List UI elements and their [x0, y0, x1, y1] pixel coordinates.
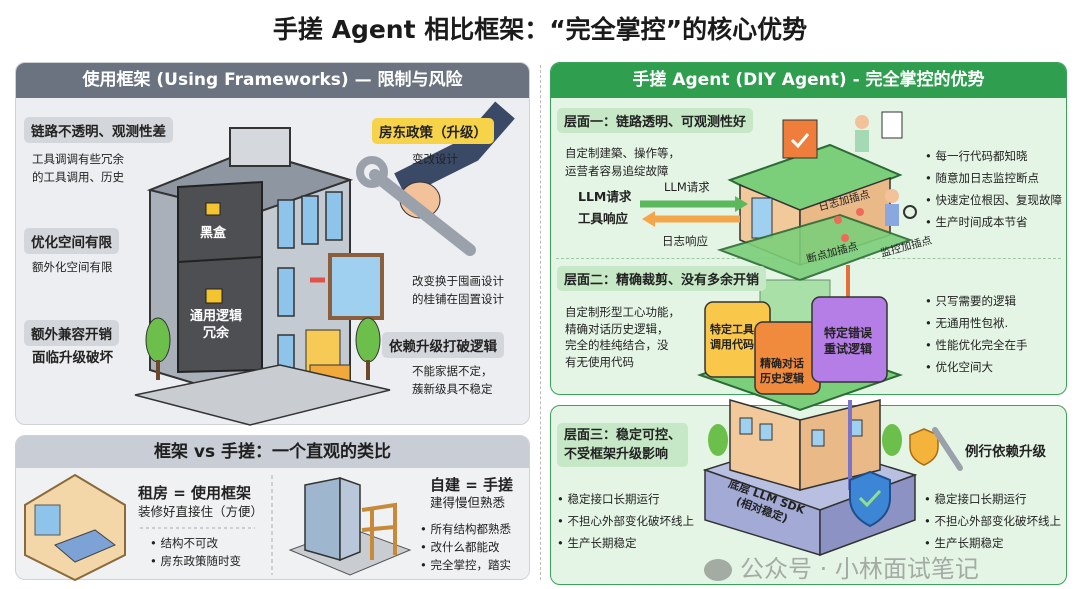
bullet: 稳定接口长期运行	[557, 488, 694, 510]
bullet: 房东政策随时变	[150, 552, 241, 570]
limited-optimization-label: 优化空间有限	[24, 228, 119, 254]
limited-optimization-text: 额外化空间有限	[32, 260, 113, 274]
label-line: 不受框架升级影响	[564, 447, 669, 462]
bullet: 生产时间成本节省	[925, 211, 1062, 233]
tool-code-block: 特定工具调用代码	[710, 322, 754, 352]
layer1-bullets: 每一行代码都知晓随意加日志监控断点快速定位根因、复现故障生产时间成本节省	[925, 145, 1062, 233]
layer2-label: 层面二：精确裁剪、没有多余开销	[557, 266, 767, 291]
generic-logic-line: 冗余	[203, 326, 230, 341]
bullet: 不担心外部变化破坏线上	[924, 510, 1061, 532]
rent-title: 租房 = 使用框架	[138, 484, 252, 502]
block-line: 重试逻辑	[824, 342, 873, 356]
generic-logic-line: 通用逻辑	[190, 309, 243, 324]
text-line: 工具调调有些冗余	[32, 152, 124, 166]
bullet: 无通用性包袱.	[925, 312, 1027, 334]
center-divider	[540, 65, 541, 580]
opaque-trace-text: 工具调调有些冗余的工具调用、历史	[32, 150, 124, 186]
build-bullets: 所有结构都熟悉改什么都能改完全掌控，踏实	[420, 520, 511, 574]
bullet: 只写需要的逻辑	[925, 290, 1027, 312]
bullet: 随意加日志监控断点	[925, 167, 1062, 189]
block-line: 历史逻辑	[760, 372, 804, 385]
text-line: 自定制形型工心功能，	[565, 305, 680, 319]
compat-overhead-text: 面临升级破坏	[32, 350, 113, 366]
opaque-trace-label: 链路不透明、观测性差	[24, 117, 173, 143]
text-line: 的工具调用、历史	[32, 170, 124, 184]
layer3-label: 层面三：稳定可控、不受框架升级影响	[557, 423, 689, 467]
framework-panel-header: 使用框架 (Using Frameworks) — 限制与风险	[16, 63, 529, 98]
landlord-policy-label: 房东政策（升级）	[372, 118, 494, 144]
design-change-text: 改变换于囤画设计的桂铺在固置设计	[412, 272, 504, 308]
block-line: 精确对话	[760, 357, 804, 370]
history-logic-block: 精确对话历史逻辑	[760, 356, 804, 386]
llm-request-label: LLM请求	[578, 189, 632, 204]
block-line: 特定工具	[710, 323, 754, 336]
layer1-text: 自定制建築、操作等， 运营者容易追绽故障	[565, 144, 680, 180]
label-line: 层面三：稳定可控、	[564, 428, 682, 443]
text-line: 完全的桂纯结合，没	[565, 338, 669, 352]
bullet: 改什么都能改	[420, 538, 511, 556]
wechat-icon	[704, 559, 732, 581]
bullet: 稳定接口长期运行	[924, 488, 1061, 510]
bullet: 快速定位根因、复现故障	[925, 189, 1062, 211]
bullet: 不担心外部变化破坏线上	[557, 510, 694, 532]
text-line: 的桂铺在固置设计	[412, 292, 504, 306]
black-box-label: 黑盒	[200, 226, 227, 241]
shield-icon	[909, 428, 939, 466]
layer3-bullets-left: 稳定接口长期运行不担心外部变化破坏线上生产长期稳定	[557, 488, 694, 554]
generic-logic-label: 通用逻辑 冗余	[190, 308, 242, 342]
block-line: 调用代码	[710, 338, 754, 351]
dependency-upgrade-text: 不能家据不定， 蔟新级具不稳定	[412, 362, 493, 398]
text-line: 精确对话历史逻辑，	[565, 321, 669, 336]
layer1-label: 层面一：链路透明、可观测性好	[557, 108, 754, 133]
bullet: 完全掌控，踏实	[420, 556, 511, 574]
bullet: 所有结构都熟悉	[420, 520, 511, 538]
analogy-header: 框架 vs 手搓：一个直观的类比	[16, 436, 529, 468]
diy-panel-header: 手搓 Agent (DIY Agent) - 完全掌控的优势	[551, 63, 1066, 98]
retry-logic-block: 特定错误重试逻辑	[824, 325, 872, 357]
text-line: 蔟新级具不稳定	[412, 382, 493, 396]
layer3-bullets-right: 稳定接口长期运行不担心外部变化破坏线上生产长期稳定	[924, 488, 1061, 554]
text-line: 改变换于囤画设计	[412, 274, 504, 288]
build-subtitle: 建得慢但熟悉	[430, 495, 506, 510]
bullet: 结构不可改	[150, 534, 241, 552]
page-title: 手搓 Agent 相比框架：“完全掌控”的核心优势	[272, 15, 808, 44]
log-response-label: 日志响应	[662, 234, 708, 248]
dependency-upgrade-label: 依赖升级打破逻辑	[382, 332, 504, 358]
build-title: 自建 = 手搓	[430, 476, 514, 494]
watermark-text: 公众号 · 小林面试笔记	[740, 555, 979, 583]
text-line: 运营者容易追绽故障	[565, 164, 669, 178]
llm-request-arrow-label: LLM请求	[664, 180, 710, 194]
layer2-bullets: 只写需要的逻辑无通用性包袱.性能优化完全在手优化空间大	[925, 290, 1027, 378]
bullet: 生产长期稳定	[924, 532, 1061, 554]
rent-subtitle: 装修好直接住（方便）	[138, 504, 264, 519]
text-line: 不能家据不定，	[412, 364, 493, 378]
bullet: 生产长期稳定	[557, 532, 694, 554]
landlord-policy-text: 变改设计	[412, 152, 458, 166]
text-line: 有无使用代码	[565, 354, 634, 369]
block-line: 特定错误	[824, 326, 873, 340]
rent-bullets: 结构不可改房东政策随时变	[150, 534, 241, 570]
compat-overhead-label: 额外兼容开销	[24, 320, 119, 346]
tool-response-label: 工具响应	[578, 211, 629, 226]
wrench-icon	[932, 427, 963, 471]
watermark: 公众号 · 小林面试笔记	[704, 555, 979, 583]
routine-upgrade-label: 例行依赖升级	[965, 444, 1046, 460]
bullet: 性能优化完全在手	[925, 334, 1027, 356]
layer2-text: 自定制形型工心功能， 精确对话历史逻辑， 完全的桂纯结合，没有无使用代码	[565, 304, 680, 370]
bullet: 每一行代码都知晓	[925, 145, 1062, 167]
bullet: 优化空间大	[925, 356, 1027, 378]
text-line: 自定制建築、操作等，	[565, 146, 680, 160]
